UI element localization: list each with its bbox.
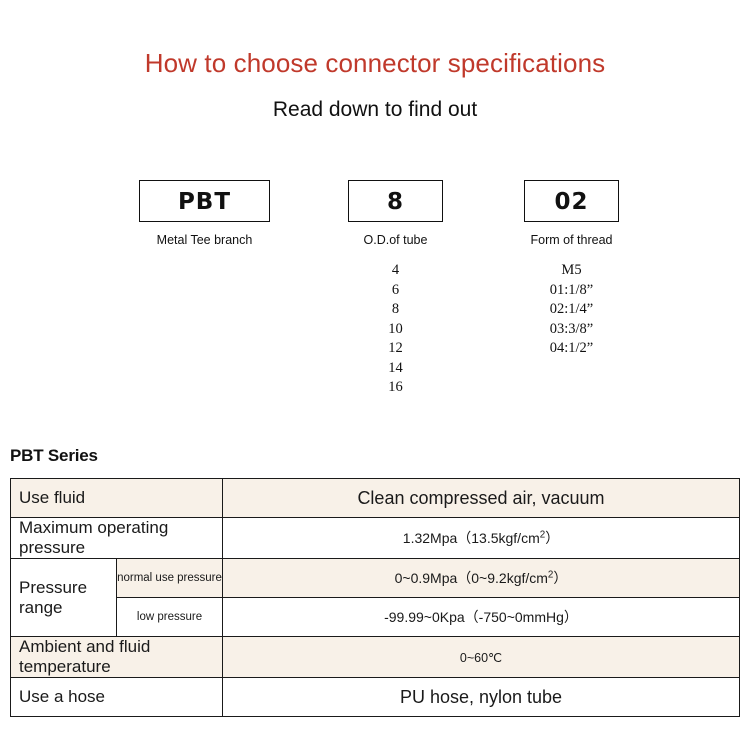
option-item: 01:1/8” xyxy=(549,281,594,298)
option-item: 04:1/2” xyxy=(549,340,594,356)
option-item: 6 xyxy=(391,281,400,298)
spec-label: Ambient and fluid temperature xyxy=(10,636,223,678)
spec-value: -99.99~0Kpa（-750~0mmHg） xyxy=(222,597,740,637)
spec-sublabel: low pressure xyxy=(116,597,223,637)
table-row: Use a hose PU hose, nylon tube xyxy=(10,677,740,717)
page-subtitle: Read down to find out xyxy=(272,98,478,121)
spec-value-tail: ） xyxy=(553,570,568,586)
spec-value-sup: 2 xyxy=(539,529,546,541)
option-item: 12 xyxy=(388,340,403,356)
table-row: Use fluid Clean compressed air, vacuum xyxy=(10,478,740,518)
spec-value: 0~60℃ xyxy=(222,636,740,678)
code-box-thread-form: 02 xyxy=(524,180,619,222)
option-item: M5 xyxy=(561,262,582,278)
code-options-thread-form: M5 01:1/8” 02:1/4” 03:3/8” 04:1/2” xyxy=(524,261,619,359)
spec-label: Use fluid xyxy=(10,478,223,518)
code-caption-tube-od: O.D.of tube xyxy=(363,233,428,247)
code-box-series: PBT xyxy=(139,180,270,222)
table-row: Maximum operating pressure 1.32Mpa（13.5k… xyxy=(10,517,740,559)
option-item: 10 xyxy=(388,320,403,337)
spec-label: Maximum operating pressure xyxy=(10,517,223,559)
code-caption-series: Metal Tee branch xyxy=(156,233,253,247)
spec-value: Clean compressed air, vacuum xyxy=(222,478,740,518)
table-row: low pressure -99.99~0Kpa（-750~0mmHg） xyxy=(11,597,740,637)
spec-value: PU hose, nylon tube xyxy=(222,677,740,717)
code-group-thread-form: 02 Form of thread M5 01:1/8” 02:1/4” 03:… xyxy=(524,180,619,359)
page-title: How to choose connector specifications xyxy=(144,48,606,78)
specification-table: Use fluid Clean compressed air, vacuum M… xyxy=(10,478,740,717)
code-caption-thread-form: Form of thread xyxy=(530,233,613,247)
code-options-tube-od: 4 6 8 10 12 14 16 xyxy=(348,261,443,398)
option-item: 03:3/8” xyxy=(549,320,594,337)
code-group-series: PBT Metal Tee branch xyxy=(139,180,270,247)
option-item: 14 xyxy=(388,359,403,376)
option-item: 4 xyxy=(391,262,400,278)
option-item: 16 xyxy=(388,379,403,395)
option-item: 02:1/4” xyxy=(549,301,594,317)
spec-value: 0~0.9Mpa（0~9.2kgf/cm2） xyxy=(222,558,740,598)
spec-label: Pressure range xyxy=(10,558,117,637)
code-box-tube-od: 8 xyxy=(348,180,443,222)
option-item: 8 xyxy=(391,301,400,317)
spec-value: 1.32Mpa（13.5kgf/cm2） xyxy=(222,517,740,559)
part-number-selector: PBT Metal Tee branch 8 O.D.of tube 4 6 8… xyxy=(0,180,750,425)
code-group-tube-od: 8 O.D.of tube 4 6 8 10 12 14 16 xyxy=(348,180,443,398)
spec-value-tail: ） xyxy=(545,530,560,546)
table-row: Ambient and fluid temperature 0~60℃ xyxy=(10,636,740,678)
spec-value-text: 0~0.9Mpa（0~9.2kgf/cm xyxy=(394,570,548,586)
spec-label: Use a hose xyxy=(10,677,223,717)
spec-value-sup: 2 xyxy=(547,569,554,581)
spec-value-text: 1.32Mpa（13.5kgf/cm xyxy=(402,530,540,546)
spec-sublabel: normal use pressure xyxy=(116,558,223,598)
table-row: Pressure range normal use pressure 0~0.9… xyxy=(10,558,740,637)
series-heading: PBT Series xyxy=(10,446,98,465)
